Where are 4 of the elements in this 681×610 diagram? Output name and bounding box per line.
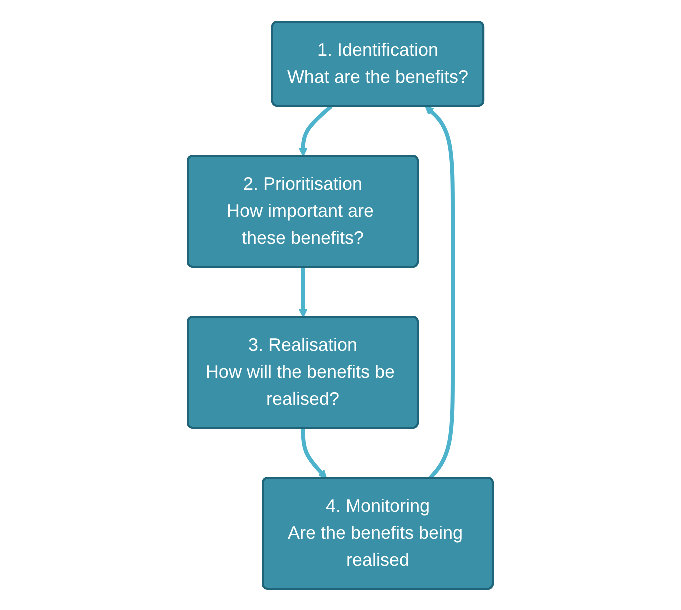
arrow bbox=[301, 428, 328, 478]
arrow bbox=[298, 266, 308, 318]
arrow bbox=[425, 106, 455, 480]
arrow bbox=[298, 104, 333, 156]
